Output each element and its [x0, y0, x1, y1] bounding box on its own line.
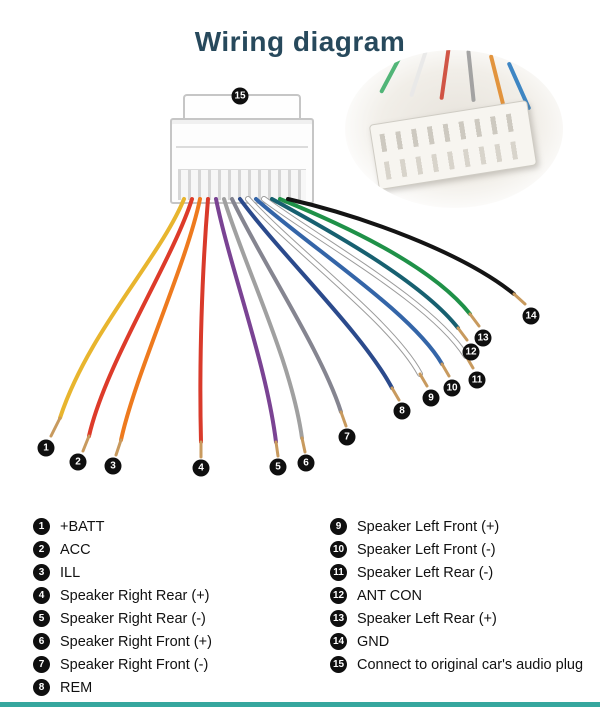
legend-badge-3: 3 — [33, 564, 50, 581]
legend-badge-13: 13 — [330, 610, 347, 627]
legend-item-10: 10 Speaker Left Front (-) — [330, 541, 592, 558]
wire-7-tip — [339, 410, 348, 428]
legend-badge-5: 5 — [33, 610, 50, 627]
connector-badge-15: 15 — [231, 87, 249, 105]
legend-badge-14: 14 — [330, 633, 347, 650]
wire-badge-13: 13 — [474, 329, 492, 347]
wire-13 — [278, 197, 472, 316]
legend-item-6: 6 Speaker Right Front (+) — [33, 633, 313, 650]
legend-item-11: 11 Speaker Left Rear (-) — [330, 564, 592, 581]
wire-6 — [222, 197, 304, 440]
wire-5 — [214, 197, 278, 444]
wire-badge-1: 1 — [37, 439, 55, 457]
page-title: Wiring diagram — [194, 26, 406, 57]
legend-badge-4: 4 — [33, 587, 50, 604]
wire-5-tip — [274, 440, 280, 458]
wire-badge-12: 12 — [462, 343, 480, 361]
footer-accent-bar — [0, 702, 600, 707]
legend-label-7: Speaker Right Front (-) — [60, 656, 209, 673]
wire-13-tip — [468, 312, 481, 328]
wire-9-tip — [418, 372, 429, 388]
wire-7 — [230, 197, 343, 414]
wire-badge-2: 2 — [69, 453, 87, 471]
wire-badge-5: 5 — [269, 458, 287, 476]
legend-badge-15: 15 — [330, 656, 347, 673]
legend-badge-2: 2 — [33, 541, 50, 558]
connector-pin-teeth — [178, 169, 306, 200]
legend-label-3: ILL — [60, 564, 81, 581]
legend-label-15: Connect to original car's audio plug — [357, 656, 584, 673]
wire-8-tip — [390, 386, 401, 402]
wire-badge-14: 14 — [522, 307, 540, 325]
legend-item-8: 8 REM — [33, 679, 313, 696]
legend-badge-8: 8 — [33, 679, 50, 696]
legend-item-5: 5 Speaker Right Rear (-) — [33, 610, 313, 627]
wire-2 — [87, 197, 194, 438]
legend-label-12: ANT CON — [357, 587, 422, 604]
legend-label-9: Speaker Left Front (+) — [357, 518, 500, 535]
legend-item-4: 4 Speaker Right Rear (+) — [33, 587, 313, 604]
wire-14 — [286, 197, 516, 296]
legend-item-3: 3 ILL — [33, 564, 313, 581]
legend-label-11: Speaker Left Rear (-) — [357, 564, 494, 581]
wire-badge-3: 3 — [104, 457, 122, 475]
legend-item-1: 1 +BATT — [33, 518, 313, 535]
wire-badge-10: 10 — [443, 379, 461, 397]
wire-1 — [58, 197, 186, 420]
wire-6-tip — [300, 436, 307, 454]
wire-badge-7: 7 — [338, 428, 356, 446]
legend-item-13: 13 Speaker Left Rear (+) — [330, 610, 592, 627]
legend-label-1: +BATT — [60, 518, 105, 535]
legend-left-column: 1 +BATT 2 ACC 3 ILL 4 Speaker Right Rear… — [33, 518, 313, 702]
legend-badge-6: 6 — [33, 633, 50, 650]
wire-10-tip — [440, 362, 451, 378]
legend-label-8: REM — [60, 679, 93, 696]
legend-label-13: Speaker Left Rear (+) — [357, 610, 497, 627]
wire-1-tip — [49, 416, 62, 438]
legend-badge-9: 9 — [330, 518, 347, 535]
legend-label-5: Speaker Right Rear (-) — [60, 610, 206, 627]
wire-badge-11: 11 — [468, 371, 486, 389]
connector-photo-inset — [345, 50, 563, 208]
wire-badge-4: 4 — [192, 459, 210, 477]
legend-label-4: Speaker Right Rear (+) — [60, 587, 210, 604]
wire-14-tip — [512, 292, 527, 306]
legend-item-7: 7 Speaker Right Front (-) — [33, 656, 313, 673]
wire-8 — [238, 197, 394, 390]
wire-3-tip — [114, 438, 123, 457]
legend-badge-11: 11 — [330, 564, 347, 581]
legend-label-2: ACC — [60, 541, 91, 558]
wire-9 — [246, 197, 422, 376]
legend-badge-10: 10 — [330, 541, 347, 558]
legend-label-10: Speaker Left Front (-) — [357, 541, 496, 558]
wire-2-tip — [81, 434, 91, 453]
wire-3 — [119, 197, 202, 442]
legend-item-15: 15 Connect to original car's audio plug — [330, 656, 592, 673]
wire-badge-9: 9 — [422, 389, 440, 407]
legend-item-9: 9 Speaker Left Front (+) — [330, 518, 592, 535]
wire-badge-6: 6 — [297, 454, 315, 472]
legend-item-2: 2 ACC — [33, 541, 313, 558]
connector-body — [170, 118, 314, 204]
wire-12 — [270, 197, 460, 330]
legend-badge-12: 12 — [330, 587, 347, 604]
wire-12-tip — [456, 326, 469, 342]
legend-label-6: Speaker Right Front (+) — [60, 633, 212, 650]
connector-divider — [176, 146, 308, 148]
legend-item-14: 14 GND — [330, 633, 592, 650]
legend-item-12: 12 ANT CON — [330, 587, 592, 604]
legend-badge-7: 7 — [33, 656, 50, 673]
legend-right-column: 9 Speaker Left Front (+) 10 Speaker Left… — [330, 518, 592, 679]
wire-10 — [254, 197, 444, 366]
wire-11 — [262, 197, 468, 358]
wire-4 — [198, 197, 210, 444]
legend-label-14: GND — [357, 633, 390, 650]
wire-badge-8: 8 — [393, 402, 411, 420]
legend-badge-1: 1 — [33, 518, 50, 535]
